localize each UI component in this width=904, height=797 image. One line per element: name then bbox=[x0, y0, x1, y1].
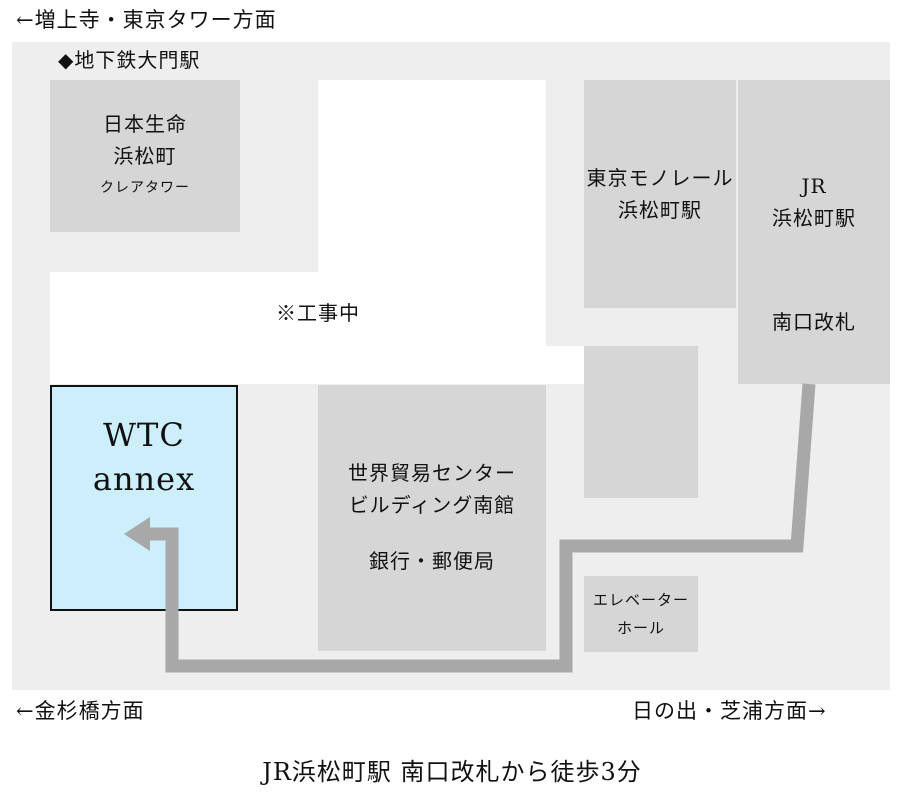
construction-area bbox=[50, 272, 546, 384]
access-footer: JR浜松町駅 南口改札から徒歩3分 bbox=[262, 758, 642, 786]
direction-label-zojoji-tokyo-tower: ←増上寺・東京タワー方面 bbox=[16, 8, 277, 32]
elevator-hall: エレベーター ホール bbox=[584, 576, 698, 652]
building-name-line: ホール bbox=[616, 619, 665, 637]
jr-south-gate-label: 南口改札 bbox=[772, 310, 856, 334]
building-nissay-crea-tower: 日本生命 浜松町 クレアタワー bbox=[50, 80, 240, 232]
station-marker-daimon: ◆地下鉄大門駅 bbox=[58, 48, 201, 72]
destination-name-line: annex bbox=[92, 460, 196, 498]
route-arrow-head-icon bbox=[124, 517, 150, 551]
building-name-line: 浜松町駅 bbox=[772, 206, 856, 230]
building-name-line: 浜松町 bbox=[113, 144, 177, 168]
direction-label-hinode-shibaura: 日の出・芝浦方面→ bbox=[632, 699, 827, 723]
building-name-line: クレアタワー bbox=[100, 180, 190, 196]
direction-label-kanasugibashi: ←金杉橋方面 bbox=[16, 699, 145, 723]
building-name-line: 世界貿易センター bbox=[348, 461, 516, 485]
building-tokyo-monorail-station: 東京モノレール 浜松町駅 bbox=[584, 80, 736, 308]
building-name-line: 銀行・郵便局 bbox=[369, 549, 495, 573]
building-name-line: 東京モノレール bbox=[586, 166, 734, 190]
building-name-line: ビルディング南館 bbox=[348, 493, 516, 517]
route-path bbox=[142, 383, 816, 673]
building-wtc-annex: WTC annex bbox=[50, 385, 238, 611]
building-wtc-south: 世界貿易センター ビルディング南館 銀行・郵便局 bbox=[318, 385, 546, 651]
building-name-line: 浜松町駅 bbox=[618, 198, 702, 222]
building-block-small bbox=[584, 346, 698, 498]
open-space-corner bbox=[546, 346, 584, 384]
construction-label: ※工事中 bbox=[276, 301, 360, 325]
building-jr-hamamatsucho-station: JR 浜松町駅 南口改札 bbox=[738, 80, 890, 384]
destination-name-line: WTC bbox=[103, 416, 185, 454]
building-name-line: JR bbox=[801, 174, 827, 198]
building-name-line: 日本生命 bbox=[103, 112, 187, 136]
building-name-line: エレベーター bbox=[592, 591, 689, 609]
